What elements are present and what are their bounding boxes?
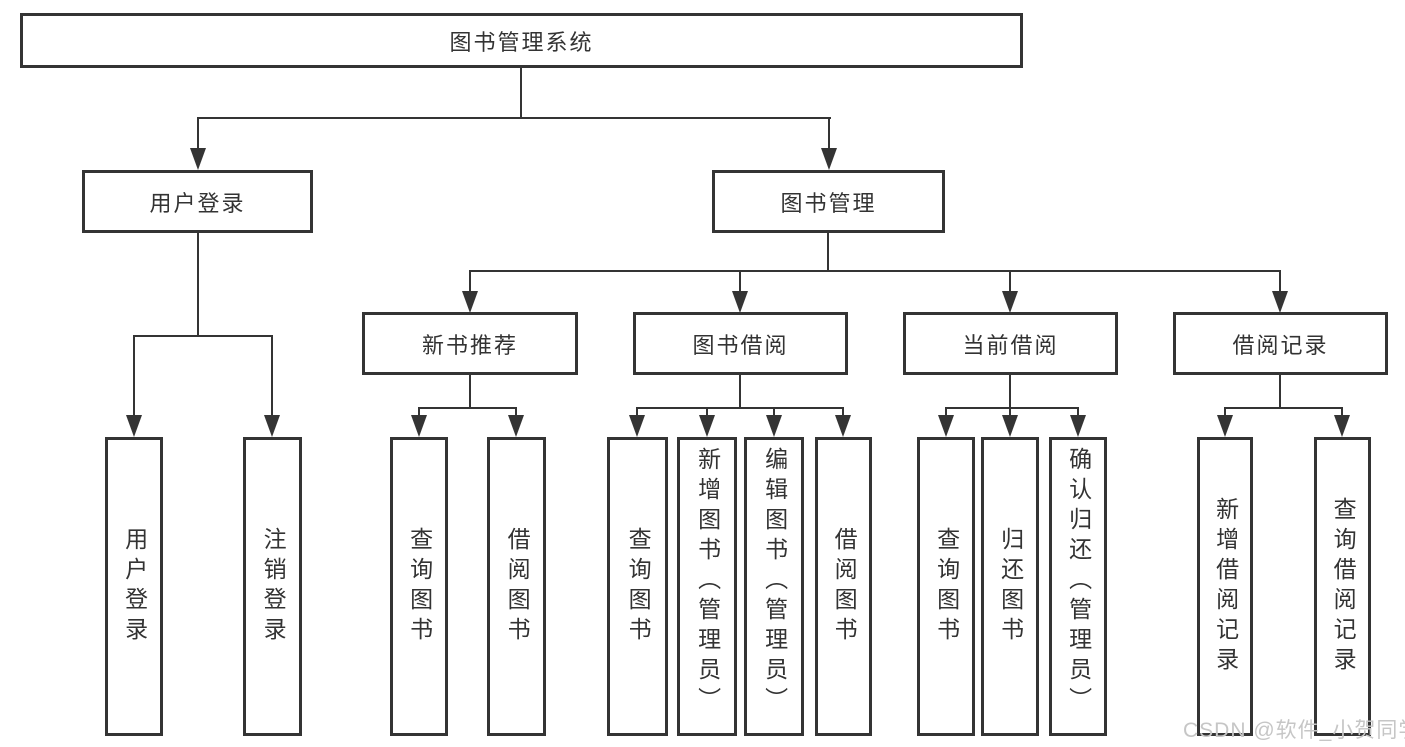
- connector-line: [739, 373, 741, 408]
- leaf-label: 编辑图书（管理员）: [761, 447, 788, 717]
- connector-line: [469, 270, 1281, 272]
- connector-line: [827, 231, 829, 272]
- connector-arrowhead: [462, 291, 478, 313]
- leaf-label: 借阅图书: [831, 526, 858, 647]
- node-label: 图书借阅: [692, 332, 789, 358]
- connector-line: [418, 407, 420, 417]
- connector-line: [133, 335, 273, 337]
- connector-line: [945, 407, 1079, 409]
- connector-line: [636, 407, 844, 409]
- node-borrowing-records: 借阅记录: [1173, 312, 1388, 375]
- leaf-label: 归还图书: [997, 526, 1024, 647]
- connector-line: [773, 407, 775, 417]
- connector-line: [636, 407, 638, 417]
- connector-arrowhead: [1002, 291, 1018, 313]
- connector-line: [1009, 373, 1011, 408]
- leaf-borrow-books-newbooks: 借阅图书: [487, 437, 546, 736]
- connector-arrowhead: [411, 415, 427, 437]
- leaf-label: 借阅图书: [504, 526, 531, 647]
- connector-line: [1279, 373, 1281, 408]
- leaf-label: 用户登录: [121, 526, 148, 647]
- leaf-query-borrow-record: 查询借阅记录: [1314, 437, 1371, 736]
- connector-line: [945, 407, 947, 417]
- leaf-add-books-admin: 新增图书（管理员）: [677, 437, 737, 736]
- leaf-query-books-current: 查询图书: [917, 437, 975, 736]
- connector-arrowhead: [508, 415, 524, 437]
- node-label: 借阅记录: [1232, 332, 1329, 358]
- leaf-user-login: 用户登录: [105, 437, 163, 736]
- connector-arrowhead: [938, 415, 954, 437]
- node-label: 新书推荐: [421, 332, 518, 358]
- leaf-label: 查询图书: [406, 526, 433, 647]
- connector-line: [739, 270, 741, 293]
- connector-line: [1224, 407, 1226, 417]
- connector-line: [469, 270, 471, 293]
- connector-arrowhead: [732, 291, 748, 313]
- connector-arrowhead: [264, 415, 280, 437]
- node-user-login: 用户登录: [82, 170, 313, 233]
- node-label: 当前借阅: [962, 332, 1059, 358]
- connector-line: [842, 407, 844, 417]
- leaf-borrow-books-borrowing: 借阅图书: [815, 437, 872, 736]
- node-label: 用户登录: [149, 190, 246, 216]
- leaf-label: 确认归还（管理员）: [1065, 447, 1092, 717]
- node-label: 图书管理: [780, 190, 877, 216]
- connector-arrowhead: [126, 415, 142, 437]
- connector-arrowhead: [821, 148, 837, 170]
- leaf-add-borrow-record: 新增借阅记录: [1197, 437, 1253, 736]
- node-book-borrowing: 图书借阅: [633, 312, 848, 375]
- node-label: 图书管理系统: [449, 29, 594, 55]
- connector-line: [197, 231, 199, 337]
- connector-line: [1224, 407, 1343, 409]
- connector-line: [1009, 270, 1011, 293]
- connector-arrowhead: [835, 415, 851, 437]
- leaf-edit-books-admin: 编辑图书（管理员）: [744, 437, 804, 736]
- connector-arrowhead: [1272, 291, 1288, 313]
- connector-line: [706, 407, 708, 417]
- node-new-book-recommendation: 新书推荐: [362, 312, 578, 375]
- connector-line: [469, 373, 471, 408]
- connector-arrowhead: [1070, 415, 1086, 437]
- connector-arrowhead: [1334, 415, 1350, 437]
- connector-line: [1341, 407, 1343, 417]
- connector-line: [271, 335, 273, 417]
- connector-arrowhead: [190, 148, 206, 170]
- connector-line: [197, 117, 831, 119]
- leaf-query-books-newbooks: 查询图书: [390, 437, 448, 736]
- connector-line: [133, 335, 135, 417]
- leaf-logout: 注销登录: [243, 437, 302, 736]
- connector-line: [1009, 407, 1011, 417]
- leaf-confirm-return-admin: 确认归还（管理员）: [1049, 437, 1107, 736]
- connector-arrowhead: [766, 415, 782, 437]
- connector-line: [1279, 270, 1281, 293]
- leaf-label: 查询图书: [625, 526, 652, 647]
- connector-line: [520, 66, 522, 119]
- watermark-text: CSDN @软件_小贺同学: [1183, 719, 1405, 742]
- node-book-management: 图书管理: [712, 170, 945, 233]
- leaf-query-books-borrowing: 查询图书: [607, 437, 668, 736]
- connector-arrowhead: [629, 415, 645, 437]
- connector-arrowhead: [1217, 415, 1233, 437]
- connector-line: [828, 117, 830, 150]
- connector-line: [197, 117, 199, 150]
- leaf-label: 查询借阅记录: [1330, 496, 1357, 677]
- leaf-label: 注销登录: [260, 526, 287, 647]
- connector-line: [1077, 407, 1079, 417]
- leaf-return-books: 归还图书: [981, 437, 1039, 736]
- leaf-label: 查询图书: [933, 526, 960, 647]
- connector-arrowhead: [699, 415, 715, 437]
- connector-line: [418, 407, 517, 409]
- connector-line: [515, 407, 517, 417]
- node-library-management-system: 图书管理系统: [20, 13, 1023, 68]
- leaf-label: 新增图书（管理员）: [694, 447, 721, 717]
- leaf-label: 新增借阅记录: [1212, 496, 1239, 677]
- node-current-borrowing: 当前借阅: [903, 312, 1118, 375]
- connector-arrowhead: [1002, 415, 1018, 437]
